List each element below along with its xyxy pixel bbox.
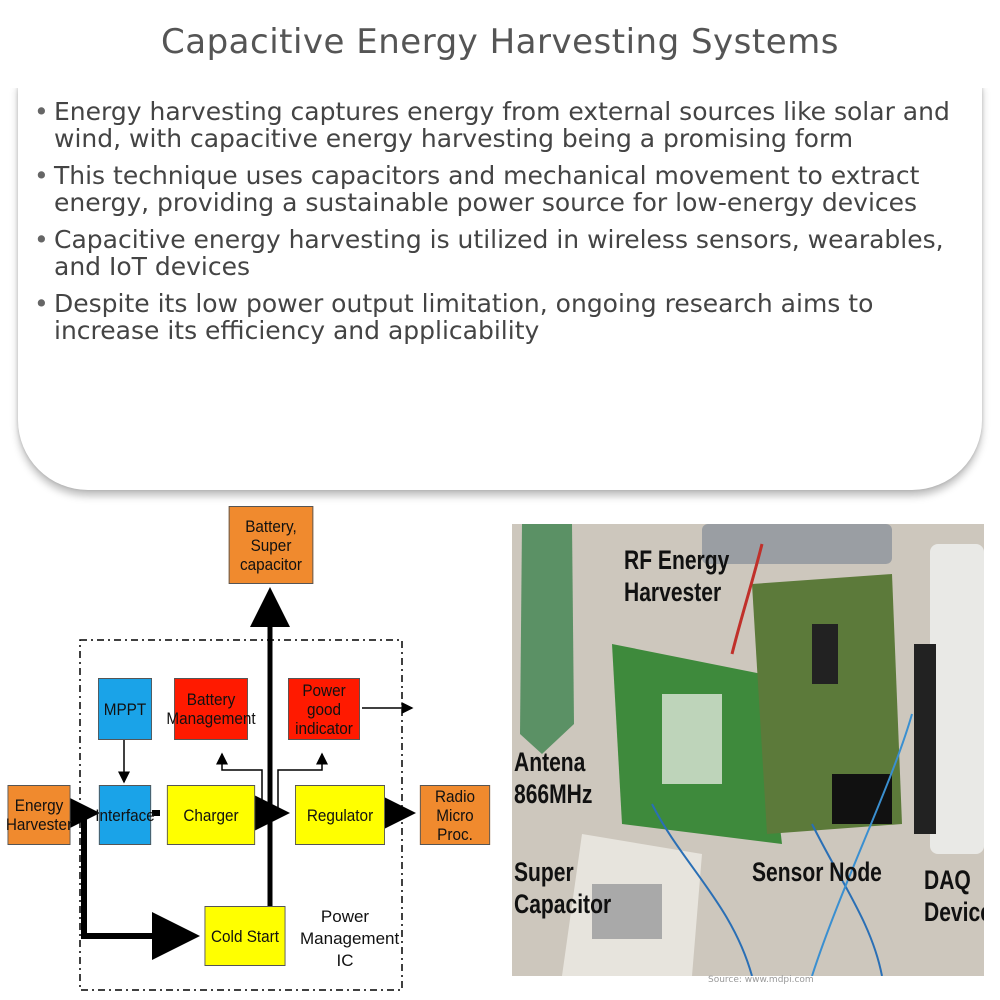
battery-supercap-block: Battery, Super capacitor: [228, 506, 314, 584]
antenna-line-1: Antena: [514, 747, 586, 777]
sensor-node-label: Sensor Node: [752, 857, 882, 887]
diagram-connectors: [52, 587, 416, 991]
power-good-link: [277, 752, 328, 813]
harvester-line-1: Energy: [14, 796, 64, 815]
battery-management-block: Battery Management: [166, 678, 256, 740]
photo-illustration: [512, 524, 984, 976]
power-management-diagram: Battery, Super capacitor MPPT Battery Ma…: [0, 500, 500, 1000]
instrument-shape: [702, 524, 892, 564]
regulator-label: Regulator: [306, 805, 374, 825]
battery-line-2: capacitor: [239, 554, 303, 574]
arrow-harvester-coldstart: [81, 813, 200, 960]
power-good-block: Power good indicator: [288, 678, 360, 740]
bullet-item: This technique uses capacitors and mecha…: [30, 162, 950, 216]
sensor-board-shape: [752, 574, 902, 834]
super-capacitor-label: Super Capacitor: [514, 856, 611, 920]
daq-line-2: Device: [924, 897, 984, 927]
radio-line-2: Micro Proc.: [436, 805, 474, 844]
antenna-shape: [520, 524, 574, 754]
bullet-item: Despite its low power output limitation,…: [30, 290, 950, 344]
hardware-photo: RF Energy Harvester Antena 866MHz Super …: [512, 524, 984, 976]
cold-start-block: Cold Start: [204, 906, 286, 966]
charger-label: Charger: [183, 805, 239, 825]
supercap-line-1: Super: [514, 857, 574, 887]
bullet-item: Capacitive energy harvesting is utilized…: [30, 226, 950, 280]
harvester-line-2: Harvester: [5, 815, 73, 834]
battery-mgmt-link: [216, 752, 263, 813]
battery-mgmt-line-1: Battery: [186, 690, 236, 709]
pmic-line-1: Power: [320, 907, 370, 926]
battery-mgmt-line-2: Management: [166, 709, 256, 728]
energy-harvester-block: Energy Harvester: [5, 785, 73, 845]
supercap-shape: [592, 884, 662, 939]
bullet-list: Energy harvesting captures energy from e…: [30, 98, 950, 354]
pmic-line-2: Management IC: [300, 929, 400, 970]
power-good-line-2: indicator: [295, 718, 353, 738]
daq-line-1: DAQ: [924, 865, 971, 895]
supercap-line-2: Capacitor: [514, 889, 612, 919]
daq-device-label: DAQ Device: [924, 864, 984, 928]
antenna-line-2: 866MHz: [514, 779, 593, 809]
interface-label: Interface: [95, 805, 155, 825]
pmic-label: Power Management IC: [300, 906, 400, 972]
regulator-block: Regulator: [295, 785, 385, 845]
interface-block: Interface: [95, 785, 155, 845]
rf-harvester-label: RF Energy Harvester: [624, 544, 729, 608]
cold-start-label: Cold Start: [210, 926, 280, 946]
daq-shape: [930, 544, 984, 854]
bullet-item: Energy harvesting captures energy from e…: [30, 98, 950, 152]
radio-microproc-block: Radio Micro Proc.: [419, 785, 491, 845]
rf-line-2: Harvester: [624, 577, 722, 607]
radio-line-1: Radio: [435, 786, 475, 806]
charger-block: Charger: [166, 785, 256, 845]
rf-line-1: RF Energy: [624, 545, 730, 575]
image-source: Source: www.mdpi.com: [708, 975, 814, 985]
antenna-label: Antena 866MHz: [514, 746, 592, 810]
mppt-block: MPPT: [98, 678, 152, 740]
battery-line-1: Battery, Super: [245, 516, 297, 555]
page-title: Capacitive Energy Harvesting Systems: [161, 22, 839, 62]
power-good-line-1: Power good: [302, 680, 346, 719]
mppt-label: MPPT: [103, 699, 147, 719]
